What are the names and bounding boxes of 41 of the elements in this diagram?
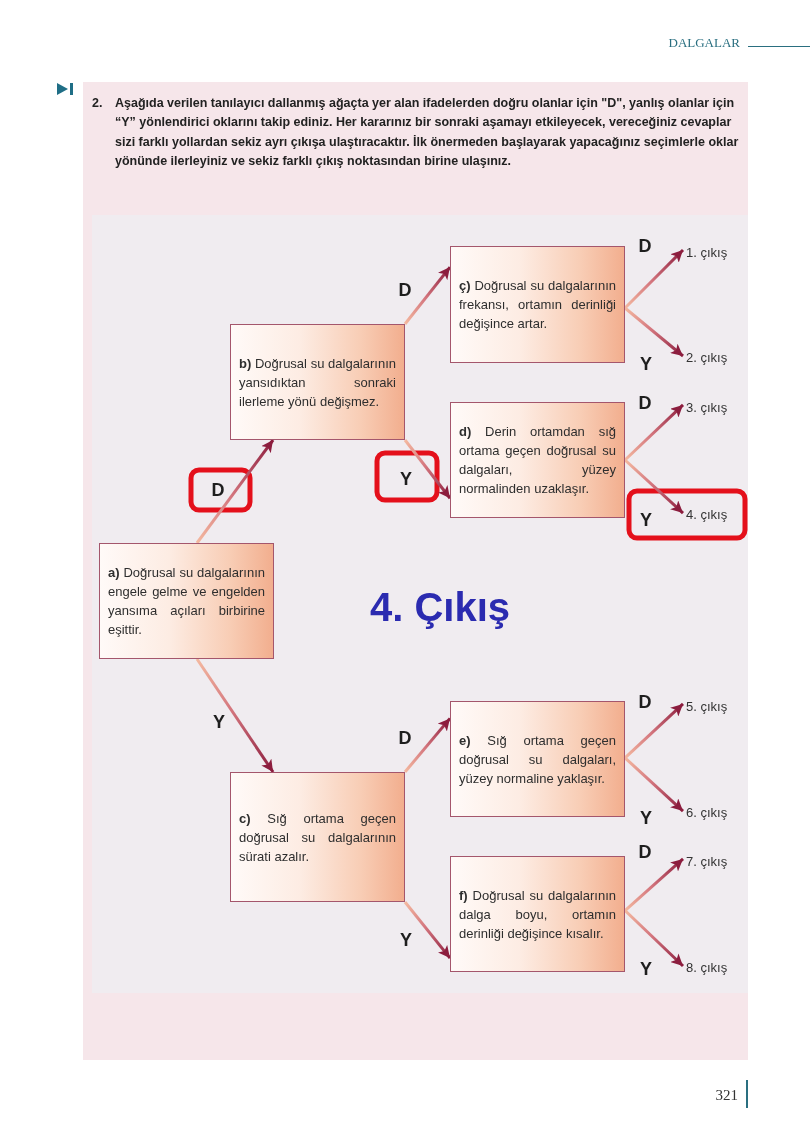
statement-text: d) Derin ortamdan sığ ortama geçen doğrusal su dalgaları, yüzey normalinden uzaklaşır. <box>459 423 616 498</box>
statement-box <box>450 402 625 518</box>
exit-label: 8. çıkış <box>683 959 739 977</box>
exit-label: 7. çıkış <box>683 853 739 871</box>
statement-box <box>99 543 274 659</box>
page-number: 321 <box>715 1086 738 1104</box>
exit-label: 3. çıkış <box>683 399 739 417</box>
arrow <box>624 458 684 515</box>
statement-text: f) Doğrusal su dalgalarının dalga boyu, ortamın derinliği değişince kısalır. <box>459 886 616 943</box>
exit-label: 5. çıkış <box>683 698 739 716</box>
statement-text: b) Doğrusal su dalgalarının yansıdıktan sonraki ilerleme yönü değişmez. <box>239 354 396 411</box>
question-text: Aşağıda verilen tanılayıcı dallanmış ağaçta yer alan ifadelerden doğru olanlar için "D", yanlış olanlar için “Y” yönlendirici oklarını takip ediniz. Her kararınız bir sonraki aşamayı etkileyecek, vereceğiniz cevaplar sizi farklı yollardan sekiz ayrı çıkışa ulaştıracaktır. İlk önermeden başlayarak yapacağınız seçimlerle oklar yönünde ilerleyiniz ve sekiz farklı çıkış noktasından birine ulaşınız. <box>115 95 740 170</box>
arrow <box>623 702 685 759</box>
statement-text: c) Sığ ortama geçen doğrusal su dalgalarının sürati azalır. <box>239 809 396 866</box>
arrow <box>403 439 452 500</box>
statement-box <box>230 324 405 440</box>
exit-label: 2. çıkış <box>683 349 739 367</box>
statement-box <box>230 772 405 902</box>
arrow <box>403 901 452 959</box>
arrow <box>624 857 684 912</box>
statement-text: a) Doğrusal su dalgalarının engele gelme ve engelden yansıma açıları birbirine eşittir. <box>108 564 265 639</box>
statement-box <box>450 856 625 972</box>
statement-text: e) Sığ ortama geçen doğrusal su dalgaları, yüzey normaline yaklaşır. <box>459 731 616 788</box>
question-number: 2. <box>92 95 103 112</box>
arrow <box>623 248 685 310</box>
arrow <box>195 658 275 773</box>
answer-text: 4. Çıkış <box>369 584 511 630</box>
arrow <box>403 266 452 325</box>
exit-label: 1. çıkış <box>683 244 739 262</box>
arrow <box>624 306 684 358</box>
exit-label: 6. çıkış <box>683 804 739 822</box>
exit-label: 4. çıkış <box>683 506 739 524</box>
statement-box <box>450 246 625 363</box>
arrow <box>403 717 452 773</box>
statement-box <box>450 701 625 817</box>
arrow <box>624 756 684 813</box>
arrow <box>623 403 685 462</box>
section-header: DALGALAR <box>668 35 740 51</box>
arrow <box>623 909 685 968</box>
arrow <box>195 439 275 544</box>
statement-text: ç) Doğrusal su dalgalarının frekansı, ortamın derinliği değişince artar. <box>459 277 616 333</box>
